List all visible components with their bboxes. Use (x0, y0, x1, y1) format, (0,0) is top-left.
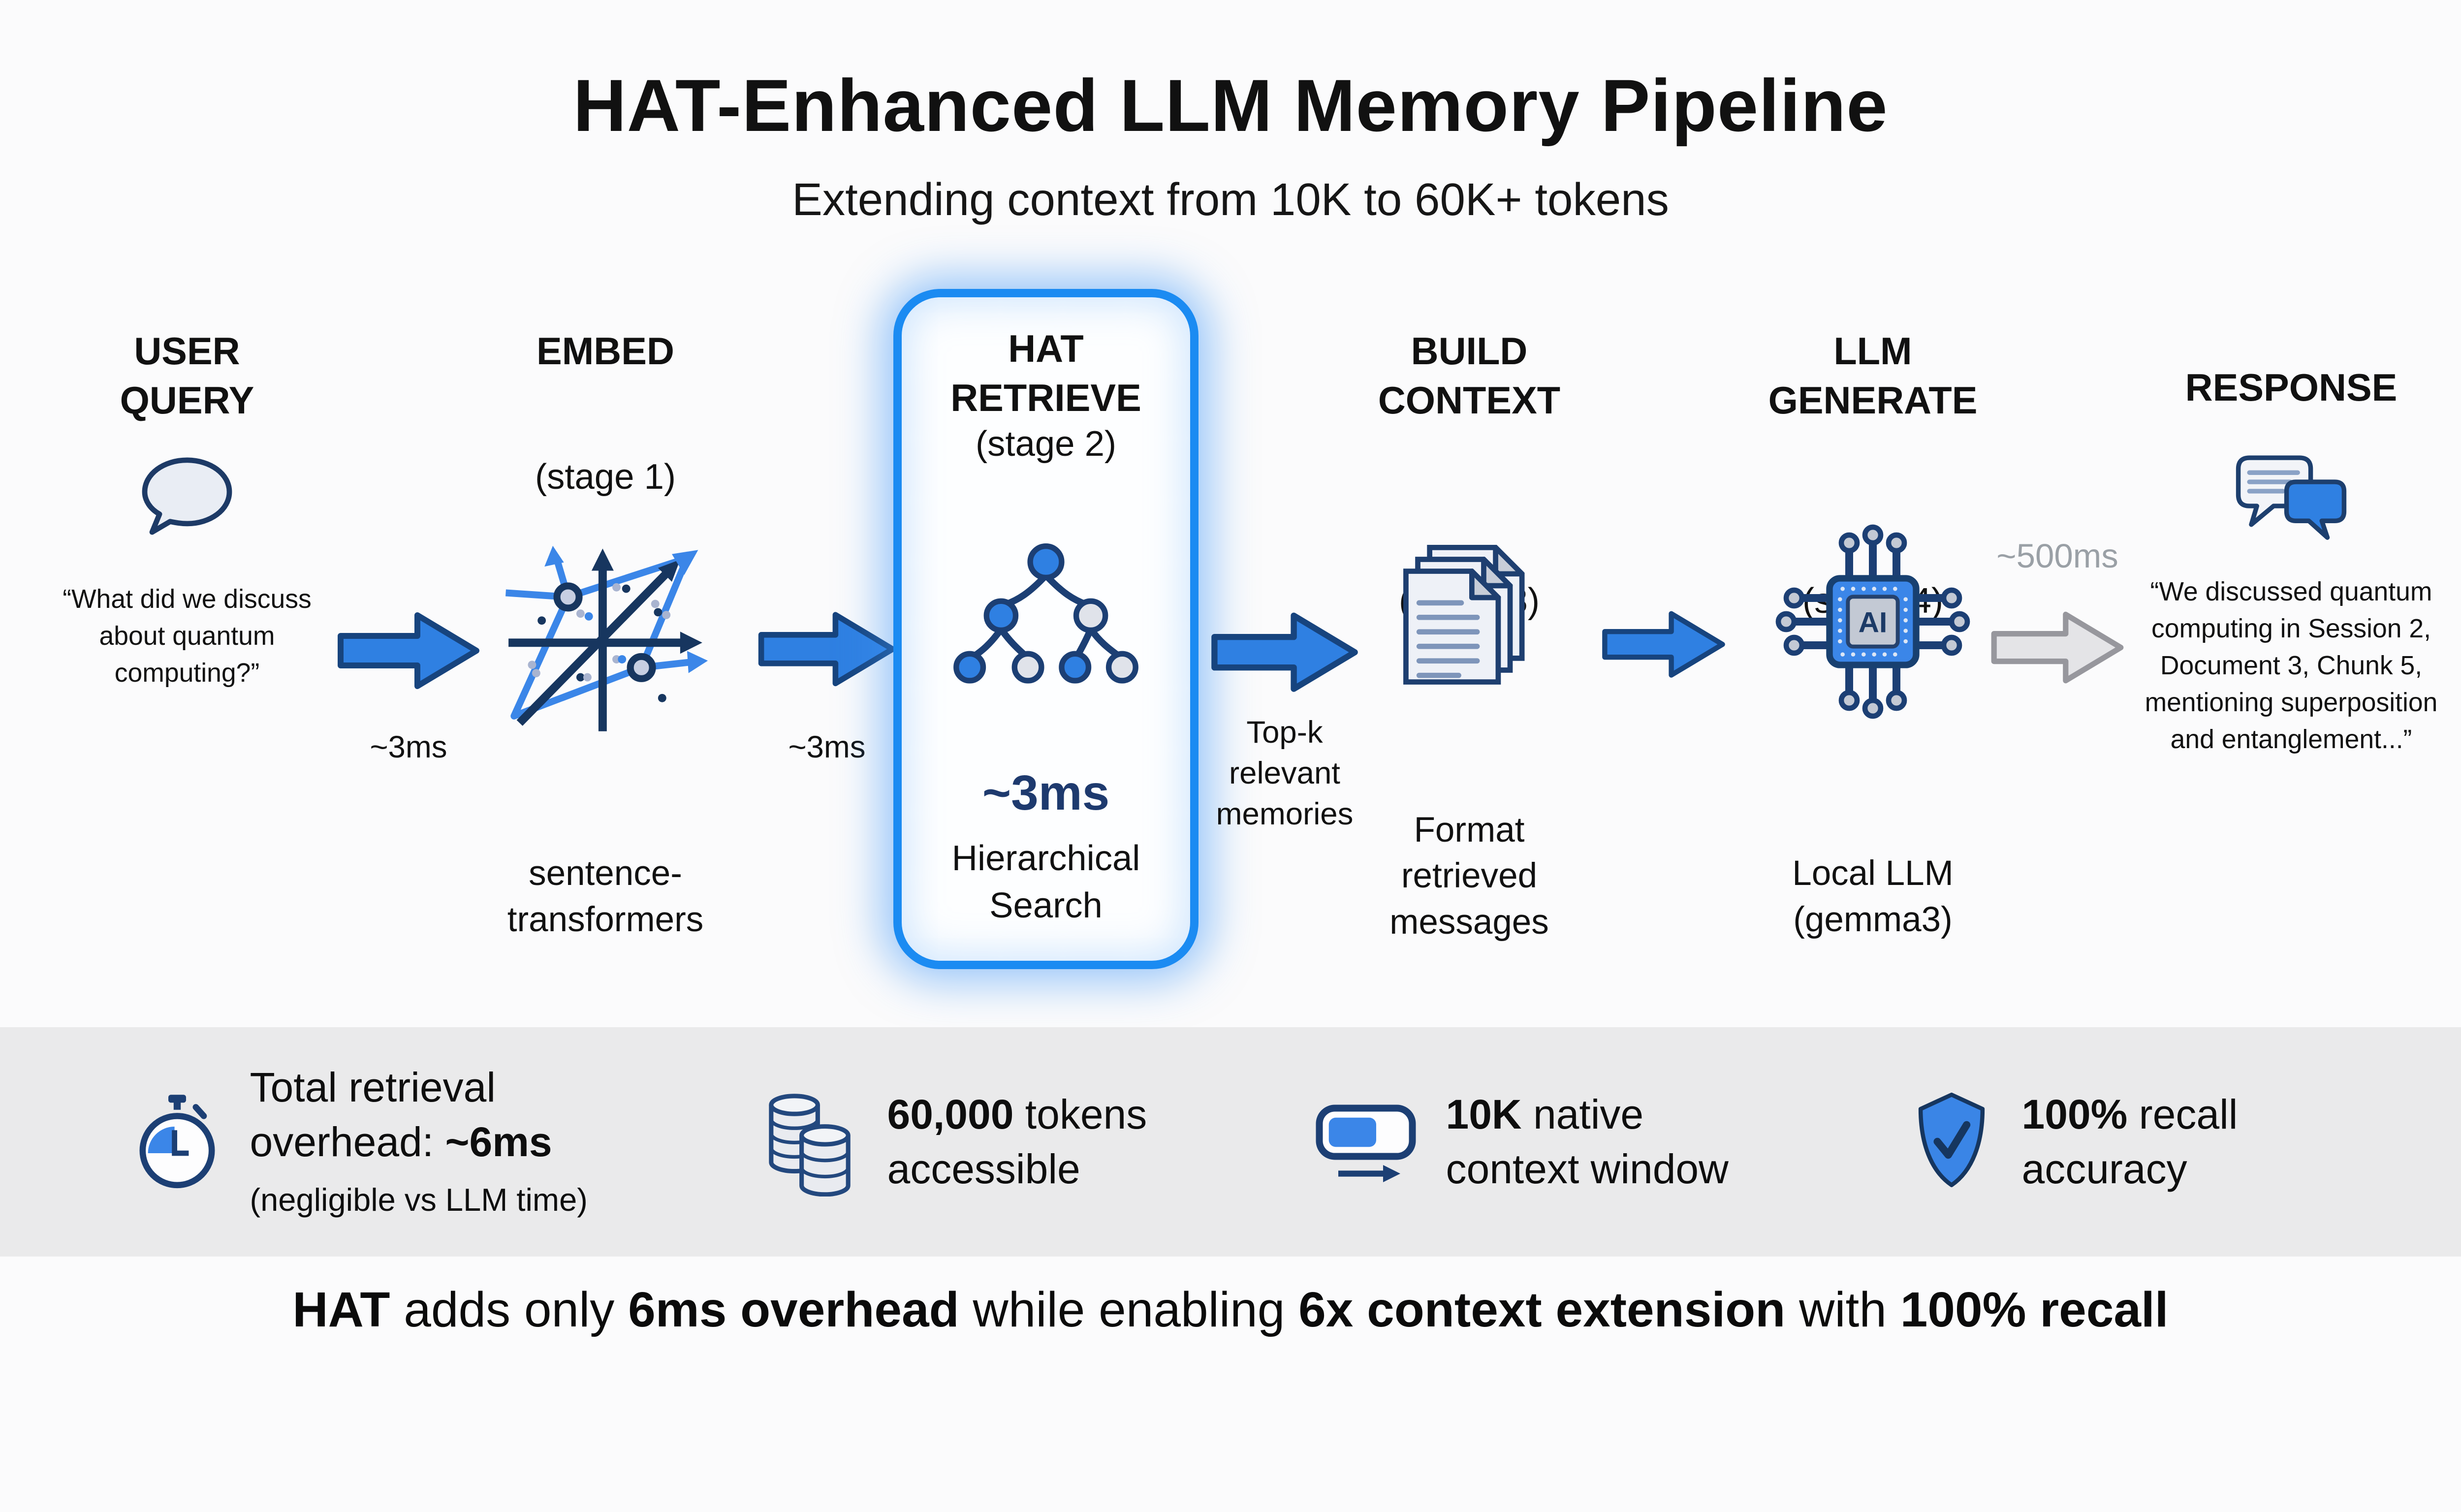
stat-tokens-accessible: 60,000 tokens accessible (760, 1027, 1147, 1257)
stat-text: 10K native context window (1446, 1087, 1729, 1197)
stopwatch-icon (133, 1091, 221, 1193)
speech-bubble-icon (134, 454, 240, 541)
stat-value: 60,000 (887, 1091, 1014, 1138)
arrow-right-icon (1602, 611, 1725, 678)
stage-caption: Format retrieved messages (1389, 810, 1549, 942)
arrow-right-gray-icon (1991, 611, 2124, 683)
stage-title: LLM GENERATE (1768, 330, 1978, 422)
stage-caption: Local LLM (gemma3) (1792, 854, 1954, 940)
stat-line: Total retrieval (250, 1064, 496, 1110)
summary-text: while enabling (959, 1282, 1299, 1337)
stage-title: HAT RETRIEVE (950, 327, 1141, 420)
stat-text: Total retrieval overhead: ~6ms (negligib… (250, 1060, 588, 1224)
chat-bubbles-icon (2231, 450, 2352, 549)
page-title: HAT-Enhanced LLM Memory Pipeline (573, 64, 1888, 147)
stat-text: 100% recall accuracy (2022, 1087, 2238, 1197)
stat-line: context window (1446, 1146, 1729, 1193)
stat-line: accuracy (2021, 1146, 2187, 1193)
stage-label: (stage 1) (535, 457, 676, 497)
stat-line: accessible (887, 1146, 1080, 1193)
page-subtitle: Extending context from 10K to 60K+ token… (792, 173, 1669, 225)
connector-user-to-embed: ~3ms (335, 283, 482, 1011)
summary-bold: 6x context extension (1298, 1282, 1786, 1337)
latency-label: ~3ms (370, 729, 447, 764)
hierarchy-tree-icon (945, 539, 1147, 699)
stage-caption: Hierarchical Search (951, 838, 1140, 925)
stage-embed: EMBED (stage 1) (448, 283, 763, 1011)
summary-line: HAT adds only 6ms overhead while enablin… (0, 1282, 2461, 1338)
stat-value: 10K (1446, 1091, 1522, 1138)
stat-line: recall (2127, 1091, 2238, 1138)
summary-bold: HAT (292, 1282, 390, 1337)
ai-chip-icon: AI (1774, 523, 1971, 723)
stage-caption: sentence- transformers (507, 854, 704, 940)
stat-value: ~6ms (445, 1118, 552, 1165)
arrow-right-icon (338, 612, 479, 689)
stage-title: EMBED (536, 330, 674, 373)
hat-latency: ~3ms (982, 765, 1110, 820)
pipeline-row: USER QUERY “What did we discuss about qu… (0, 283, 2461, 1011)
connector-build-to-llm (1600, 283, 1728, 1011)
stage-title: RESPONSE (2185, 366, 2398, 409)
documents-icon (1395, 545, 1543, 711)
stage-title: BUILD CONTEXT (1378, 330, 1561, 422)
stage-llm-generate: LLM GENERATE (stage 4) (1728, 283, 2018, 1011)
stat-line: overhead: (250, 1118, 445, 1165)
stage-response: RESPONSE “We discussed quantum computing… (2131, 283, 2451, 1011)
coins-icon (760, 1085, 859, 1198)
stat-native-context-window: 10K native context window (1314, 1027, 1729, 1257)
response-text: “We discussed quantum computing in Sessi… (2145, 577, 2438, 754)
context-window-icon (1314, 1096, 1418, 1188)
stage-user-query: USER QUERY “What did we discuss about qu… (25, 283, 349, 1011)
connector-hat-to-build: Top-k relevant memories (1208, 283, 1361, 1011)
topk-label: Top-k relevant memories (1216, 715, 1354, 831)
stat-text: 60,000 tokens accessible (887, 1087, 1147, 1197)
stat-value: 100% (2021, 1091, 2128, 1138)
arrow-right-icon (1211, 612, 1358, 692)
connector-llm-to-response: ~500ms (1988, 283, 2126, 1011)
vector-space-icon (495, 537, 716, 748)
stage-hat-retrieve-highlight-box: HAT RETRIEVE (stage 2) (893, 288, 1199, 970)
svg-text:AI: AI (1859, 606, 1888, 638)
stat-line: native (1521, 1091, 1644, 1138)
stat-recall-accuracy: 100% recall accuracy (1910, 1027, 2238, 1257)
stat-retrieval-overhead: Total retrieval overhead: ~6ms (negligib… (133, 1027, 588, 1257)
latency-label: ~500ms (1996, 537, 2118, 575)
stat-line: tokens (1013, 1091, 1147, 1138)
stage-label: (stage 2) (975, 424, 1117, 464)
stats-band: Total retrieval overhead: ~6ms (negligib… (0, 1027, 2461, 1257)
summary-bold: 100% recall (1900, 1282, 2169, 1337)
summary-bold: 6ms overhead (628, 1282, 959, 1337)
stage-build-context: BUILD CONTEXT (stage 3) (1334, 283, 1605, 1011)
summary-text: with (1785, 1282, 1900, 1337)
latency-label: ~3ms (788, 729, 866, 764)
shield-check-icon (1910, 1090, 1993, 1194)
connector-embed-to-hat: ~3ms (756, 283, 898, 1011)
user-query-text: “What did we discuss about quantum compu… (63, 585, 312, 688)
arrow-right-icon (758, 611, 896, 686)
summary-text: adds only (390, 1282, 629, 1337)
hat-pipeline-diagram: HAT-Enhanced LLM Memory Pipeline Extendi… (0, 64, 2461, 1338)
stage-title: USER QUERY (120, 330, 254, 422)
stat-note: (negligible vs LLM time) (250, 1181, 588, 1218)
